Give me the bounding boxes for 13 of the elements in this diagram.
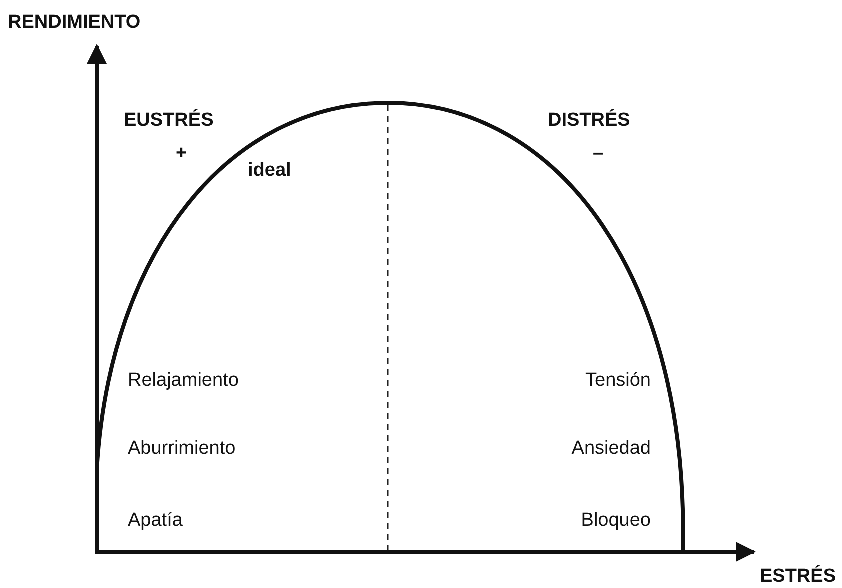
region-label: EUSTRÉS	[124, 110, 214, 132]
state-label: Relajamiento	[128, 370, 239, 392]
sign-label: +	[176, 143, 188, 165]
state-label: Tensión	[586, 370, 651, 392]
state-label: Bloqueo	[581, 510, 651, 532]
region-label: DISTRÉS	[548, 110, 630, 132]
curve-label: ideal	[248, 160, 292, 182]
state-label: Apatía	[128, 510, 183, 532]
sign-label: –	[593, 143, 604, 165]
state-label: Ansiedad	[572, 438, 651, 460]
axis-title: ESTRÉS	[760, 566, 836, 588]
axis-title: RENDIMIENTO	[8, 12, 141, 34]
state-label: Aburrimiento	[128, 438, 236, 460]
